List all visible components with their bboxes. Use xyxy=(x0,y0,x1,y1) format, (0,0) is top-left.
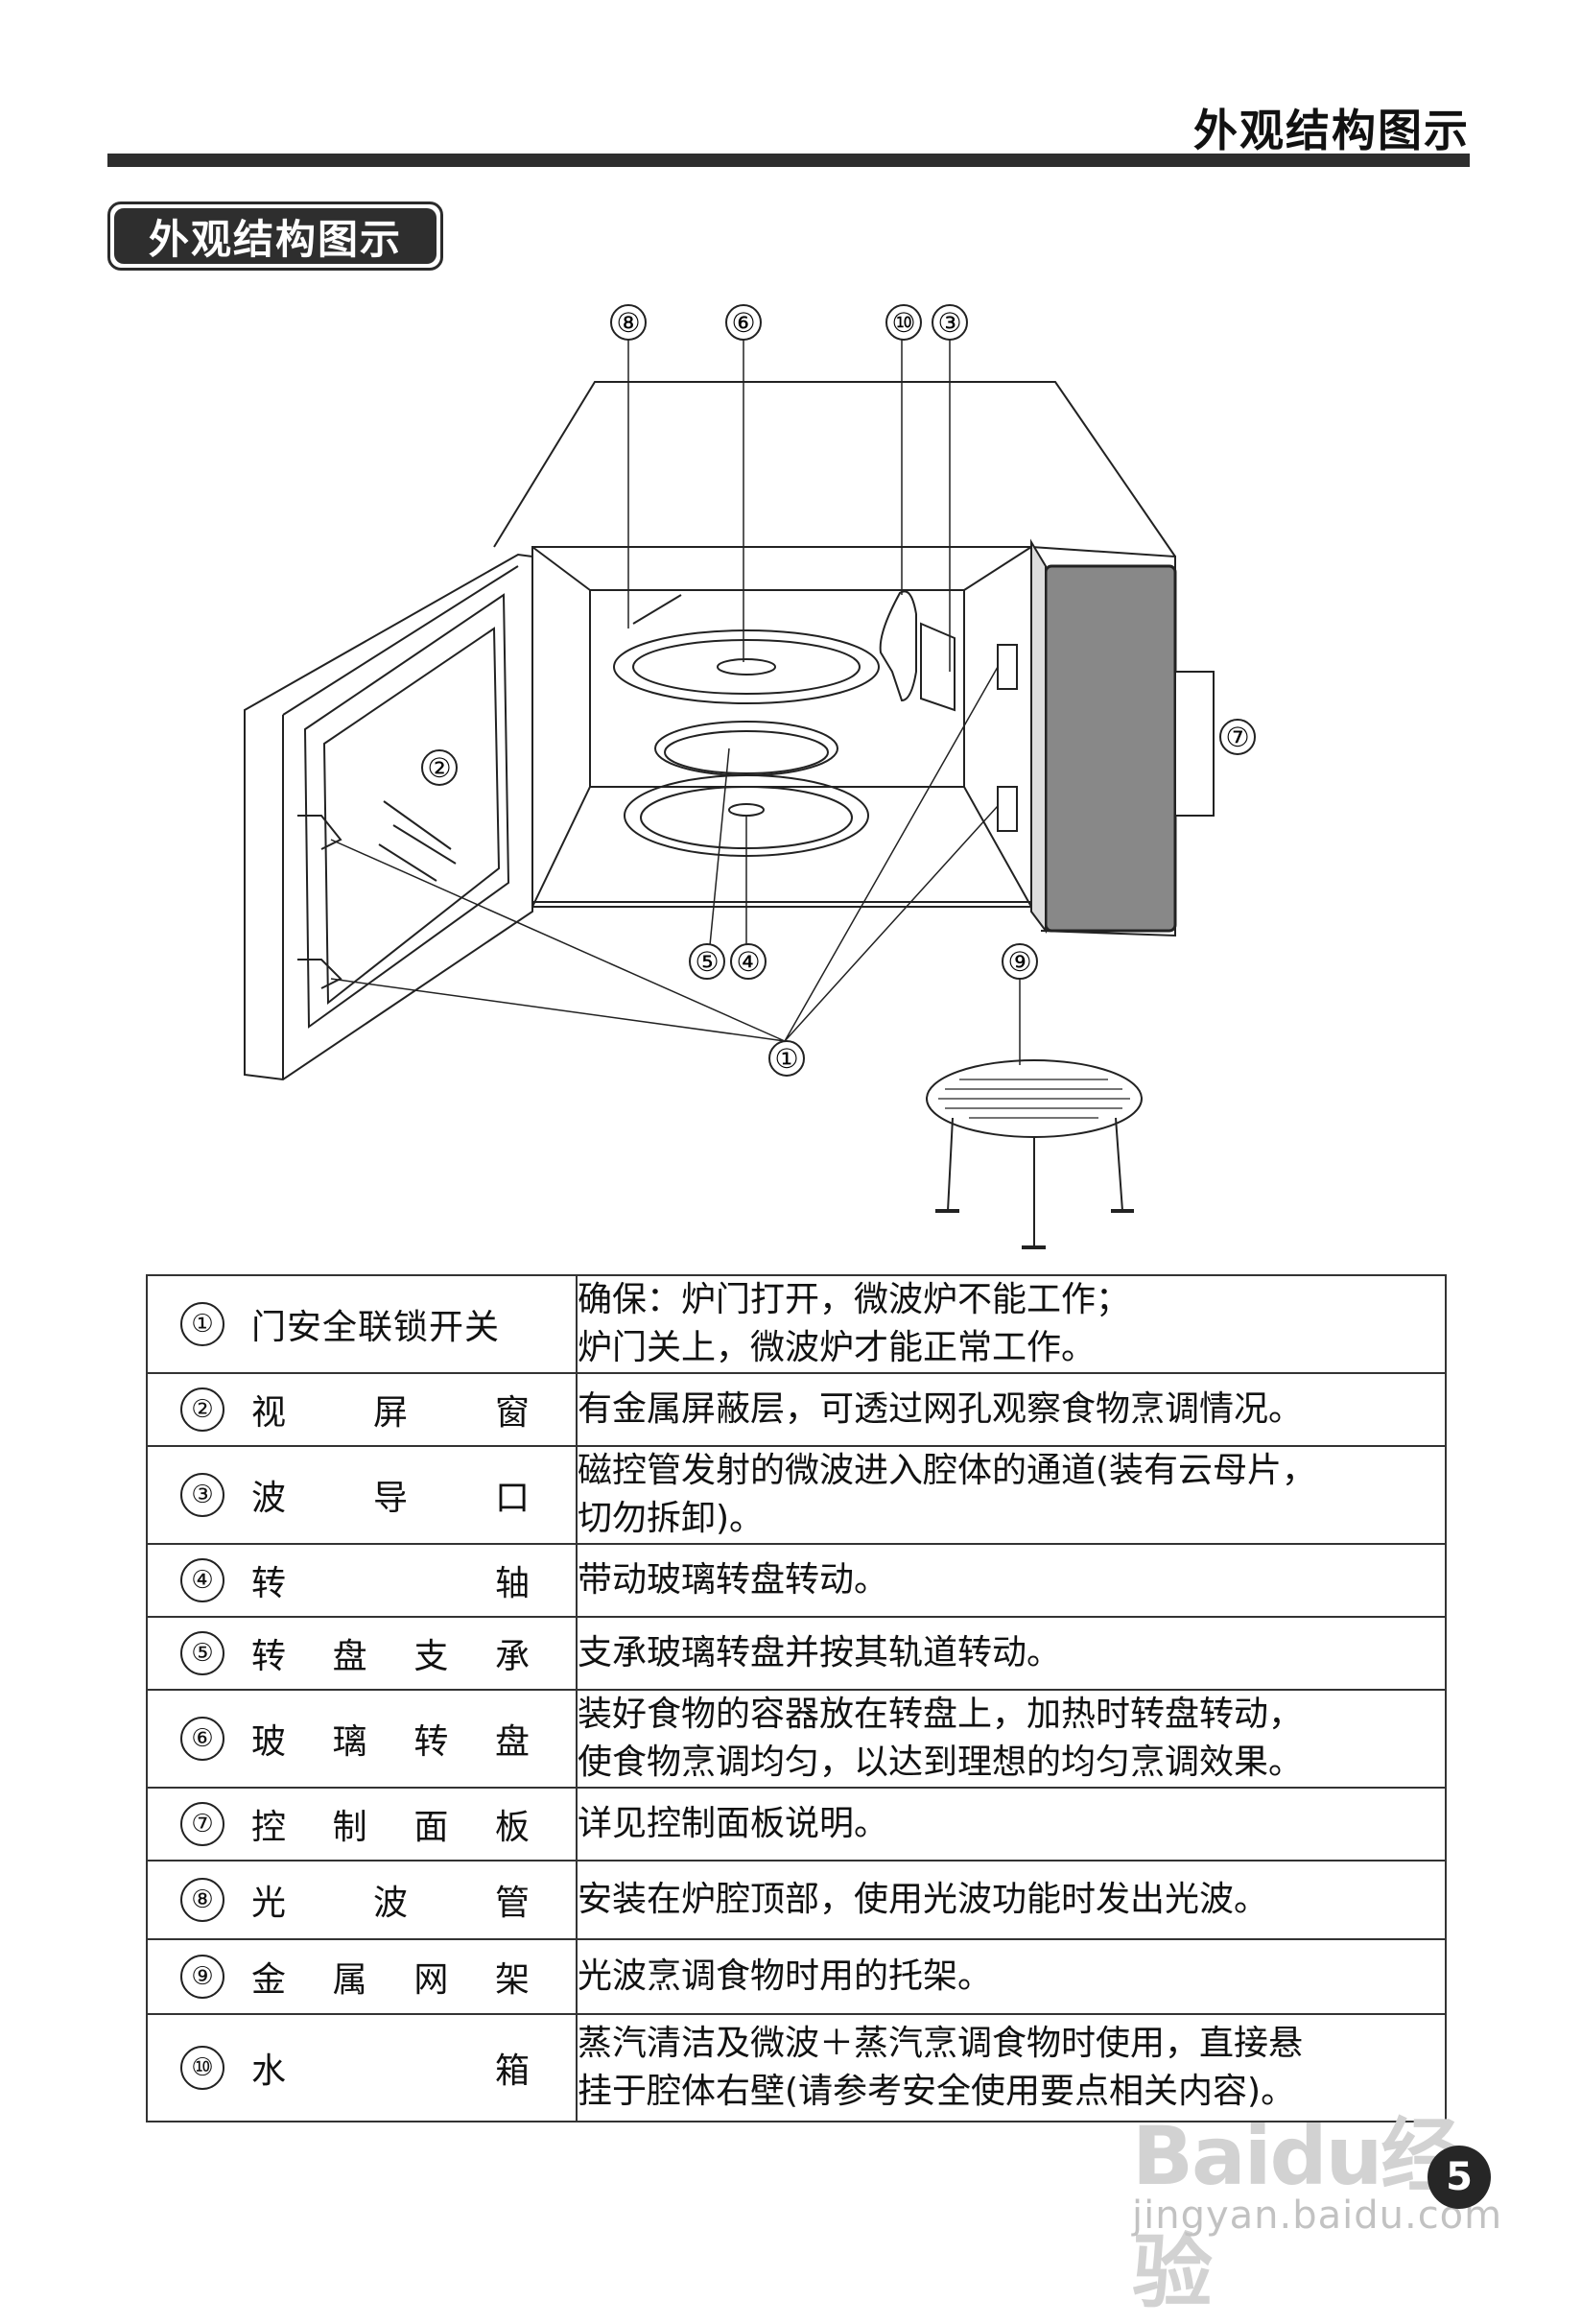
table-row: ③ 波导口 磁控管发射的微波进入腔体的通道(装有云母片， 切勿拆卸)。 xyxy=(146,1445,1447,1545)
part-number: ⑥ xyxy=(180,1717,224,1761)
part-name-cell: ⑤ 转盘支承 xyxy=(146,1616,578,1691)
part-description: 蒸汽清洁及微波＋蒸汽烹调食物时使用，直接悬 挂于腔体右壁(请参考安全使用要点相关… xyxy=(576,2013,1447,2122)
callout-3: ③ xyxy=(932,304,968,341)
part-name: 玻璃转盘 xyxy=(251,1722,530,1762)
light-tube xyxy=(632,594,682,625)
part-number: ⑦ xyxy=(180,1802,224,1846)
part-name: 转盘支承 xyxy=(251,1637,530,1676)
part-name: 波导口 xyxy=(251,1479,530,1518)
turntable-support xyxy=(654,721,838,776)
callout-10: ⑩ xyxy=(885,304,922,341)
svg-text:③: ③ xyxy=(937,307,961,339)
table-row: ⑨ 金属网架 光波烹调食物时用的托架。 xyxy=(146,1938,1447,2015)
part-number: ④ xyxy=(180,1558,224,1602)
part-name-cell: ② 视屏窗 xyxy=(146,1372,578,1447)
door-latch-upper xyxy=(297,815,342,850)
part-description: 带动玻璃转盘转动。 xyxy=(576,1543,1447,1618)
table-row: ⑩ 水箱 蒸汽清洁及微波＋蒸汽烹调食物时使用，直接悬 挂于腔体右壁(请参考安全使用要… xyxy=(146,2013,1447,2122)
door-window xyxy=(303,593,510,1029)
part-name: 光波管 xyxy=(251,1884,530,1923)
callout-1: ① xyxy=(768,1040,805,1077)
part-name-cell: ⑦ 控制面板 xyxy=(146,1787,578,1862)
header-title: 外观结构图示 xyxy=(1193,105,1470,156)
oven-door xyxy=(244,553,533,1081)
part-name: 视屏窗 xyxy=(251,1393,530,1433)
water-tank xyxy=(879,590,917,702)
callout-2: ② xyxy=(421,749,458,786)
svg-text:⑥: ⑥ xyxy=(731,307,755,339)
waveguide-port xyxy=(920,622,956,712)
part-name-cell: ⑩ 水箱 xyxy=(146,2013,578,2122)
part-name-cell: ① 门安全联锁开关 xyxy=(146,1274,578,1374)
table-row: ⑦ 控制面板 详见控制面板说明。 xyxy=(146,1787,1447,1862)
callout-4: ④ xyxy=(730,943,767,980)
part-description: 安装在炉腔顶部，使用光波功能时发出光波。 xyxy=(576,1860,1447,1940)
part-number: ⑧ xyxy=(180,1878,224,1922)
part-name: 转轴 xyxy=(251,1564,530,1603)
svg-text:①: ① xyxy=(774,1043,798,1075)
watermark-logo: Baidu经验 xyxy=(1132,2109,1461,2319)
svg-text:⑦: ⑦ xyxy=(1225,722,1249,753)
page-number: 5 xyxy=(1428,2146,1491,2209)
part-description: 光波烹调食物时用的托架。 xyxy=(576,1938,1447,2015)
interlock-switch-lower xyxy=(997,786,1018,832)
table-row: ⑤ 转盘支承 支承玻璃转盘并按其轨道转动。 xyxy=(146,1616,1447,1691)
part-number: ⑩ xyxy=(180,2046,224,2090)
cabinet-top xyxy=(493,381,1176,557)
table-row: ① 门安全联锁开关 确保：炉门打开，微波炉不能工作； 炉门关上，微波炉才能正常工作。 xyxy=(146,1274,1447,1374)
header-rule xyxy=(107,154,1470,167)
part-description: 详见控制面板说明。 xyxy=(576,1787,1447,1862)
part-description: 磁控管发射的微波进入腔体的通道(装有云母片， 切勿拆卸)。 xyxy=(576,1445,1447,1545)
part-name-cell: ④ 转轴 xyxy=(146,1543,578,1618)
turntable-shaft xyxy=(728,803,765,817)
callout-9: ⑨ xyxy=(1002,943,1038,980)
table-row: ④ 转轴 带动玻璃转盘转动。 xyxy=(146,1543,1447,1618)
part-number: ① xyxy=(180,1302,224,1346)
svg-text:⑤: ⑤ xyxy=(695,946,719,978)
part-number: ③ xyxy=(180,1473,224,1517)
part-name: 水箱 xyxy=(251,2051,530,2091)
callout-5: ⑤ xyxy=(689,943,725,980)
callout-6: ⑥ xyxy=(725,304,762,341)
callout-7: ⑦ xyxy=(1219,719,1256,755)
control-knob-area xyxy=(1174,671,1215,817)
table-row: ⑥ 玻璃转盘 装好食物的容器放在转盘上，加热时转盘转动， 使食物烹调均匀，以达到理想… xyxy=(146,1689,1447,1789)
table-row: ⑧ 光波管 安装在炉腔顶部，使用光波功能时发出光波。 xyxy=(146,1860,1447,1940)
part-name: 门安全联锁开关 xyxy=(251,1308,501,1347)
svg-text:⑧: ⑧ xyxy=(616,307,640,339)
table-row: ② 视屏窗 有金属屏蔽层，可透过网孔观察食物烹调情况。 xyxy=(146,1372,1447,1447)
part-name: 控制面板 xyxy=(251,1808,530,1847)
part-description: 确保：炉门打开，微波炉不能工作； 炉门关上，微波炉才能正常工作。 xyxy=(576,1274,1447,1374)
svg-text:④: ④ xyxy=(736,946,760,978)
part-description: 支承玻璃转盘并按其轨道转动。 xyxy=(576,1616,1447,1691)
part-name-cell: ⑨ 金属网架 xyxy=(146,1938,578,2015)
part-name-cell: ⑥ 玻璃转盘 xyxy=(146,1689,578,1789)
callout-8: ⑧ xyxy=(610,304,647,341)
part-description: 装好食物的容器放在转盘上，加热时转盘转动， 使食物烹调均匀，以达到理想的均匀烹调… xyxy=(576,1689,1447,1789)
cavity-frame xyxy=(531,546,1032,908)
interlock-switch-upper xyxy=(997,644,1018,690)
part-name-cell: ③ 波导口 xyxy=(146,1445,578,1545)
section-badge: 外观结构图示 xyxy=(107,202,443,271)
microwave-diagram: ⑧ ⑥ ⑩ ③ ② ⑦ ⑤ ④ ⑨ ① xyxy=(244,304,1256,1249)
section-title: 外观结构图示 xyxy=(114,208,437,264)
svg-text:⑨: ⑨ xyxy=(1007,946,1031,978)
svg-text:②: ② xyxy=(427,752,451,784)
part-number: ② xyxy=(180,1387,224,1432)
cavity-back xyxy=(589,589,965,788)
part-number: ⑨ xyxy=(180,1955,224,1999)
parts-table: ① 门安全联锁开关 确保：炉门打开，微波炉不能工作； 炉门关上，微波炉才能正常工作。… xyxy=(146,1274,1447,2122)
part-description: 有金属屏蔽层，可透过网孔观察食物烹调情况。 xyxy=(576,1372,1447,1447)
svg-text:⑩: ⑩ xyxy=(891,307,915,339)
part-name-cell: ⑧ 光波管 xyxy=(146,1860,578,1940)
part-number: ⑤ xyxy=(180,1631,224,1675)
control-panel xyxy=(1044,564,1177,933)
part-name: 金属网架 xyxy=(251,1960,530,2000)
glass-turntable xyxy=(613,629,880,704)
door-latch-lower xyxy=(297,959,342,989)
